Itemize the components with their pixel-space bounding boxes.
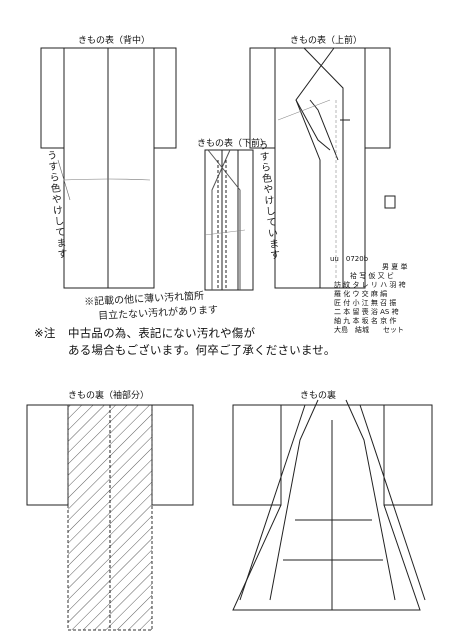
kimono-front-upper-diagram (249, 47, 396, 289)
label-lining-sleeve: きもの裏（袖部分） (68, 391, 150, 401)
code-row-1: 男 夏 単 (382, 263, 408, 271)
notice-line-2: ある場合もございます。何卒ご了承くださいませ。 (68, 343, 336, 357)
notice-line-1: 中古品の為、表記にない汚れや傷が (68, 326, 256, 340)
code-row-6: 二 本 留 喪 浴 AS 袴 (334, 308, 399, 316)
kimono-front-lower-diagram (204, 149, 254, 291)
label-front-lower: きもの表（下前） (197, 139, 270, 149)
code-row-5: 匠 付 小 江 無 召 振 (334, 299, 397, 307)
code-row-8: 大島 結城 セット (334, 326, 404, 334)
code-row-4: 羅 化 ウ 交 麻 絹 (334, 290, 388, 298)
label-front-upper: きもの表（上前） (290, 36, 363, 46)
label-front-back: きもの表（背中） (78, 36, 151, 46)
kimono-lining-sleeve-diagram (26, 404, 194, 631)
kimono-back-diagram (40, 47, 177, 289)
notice-marker: ※注 (34, 326, 56, 340)
code-row-2: 袷 写 仮 又 ビ (350, 272, 394, 280)
kimono-lining-diagram (232, 399, 433, 611)
label-lining: きもの裏 (300, 391, 337, 401)
code-row-7: 紬 九 本 坂 名 京 作 (334, 317, 397, 325)
code-row-3: 訪 紋 タ レ リ ハ 羽 袴 (334, 281, 406, 289)
item-code: uu 0720b (330, 255, 369, 263)
